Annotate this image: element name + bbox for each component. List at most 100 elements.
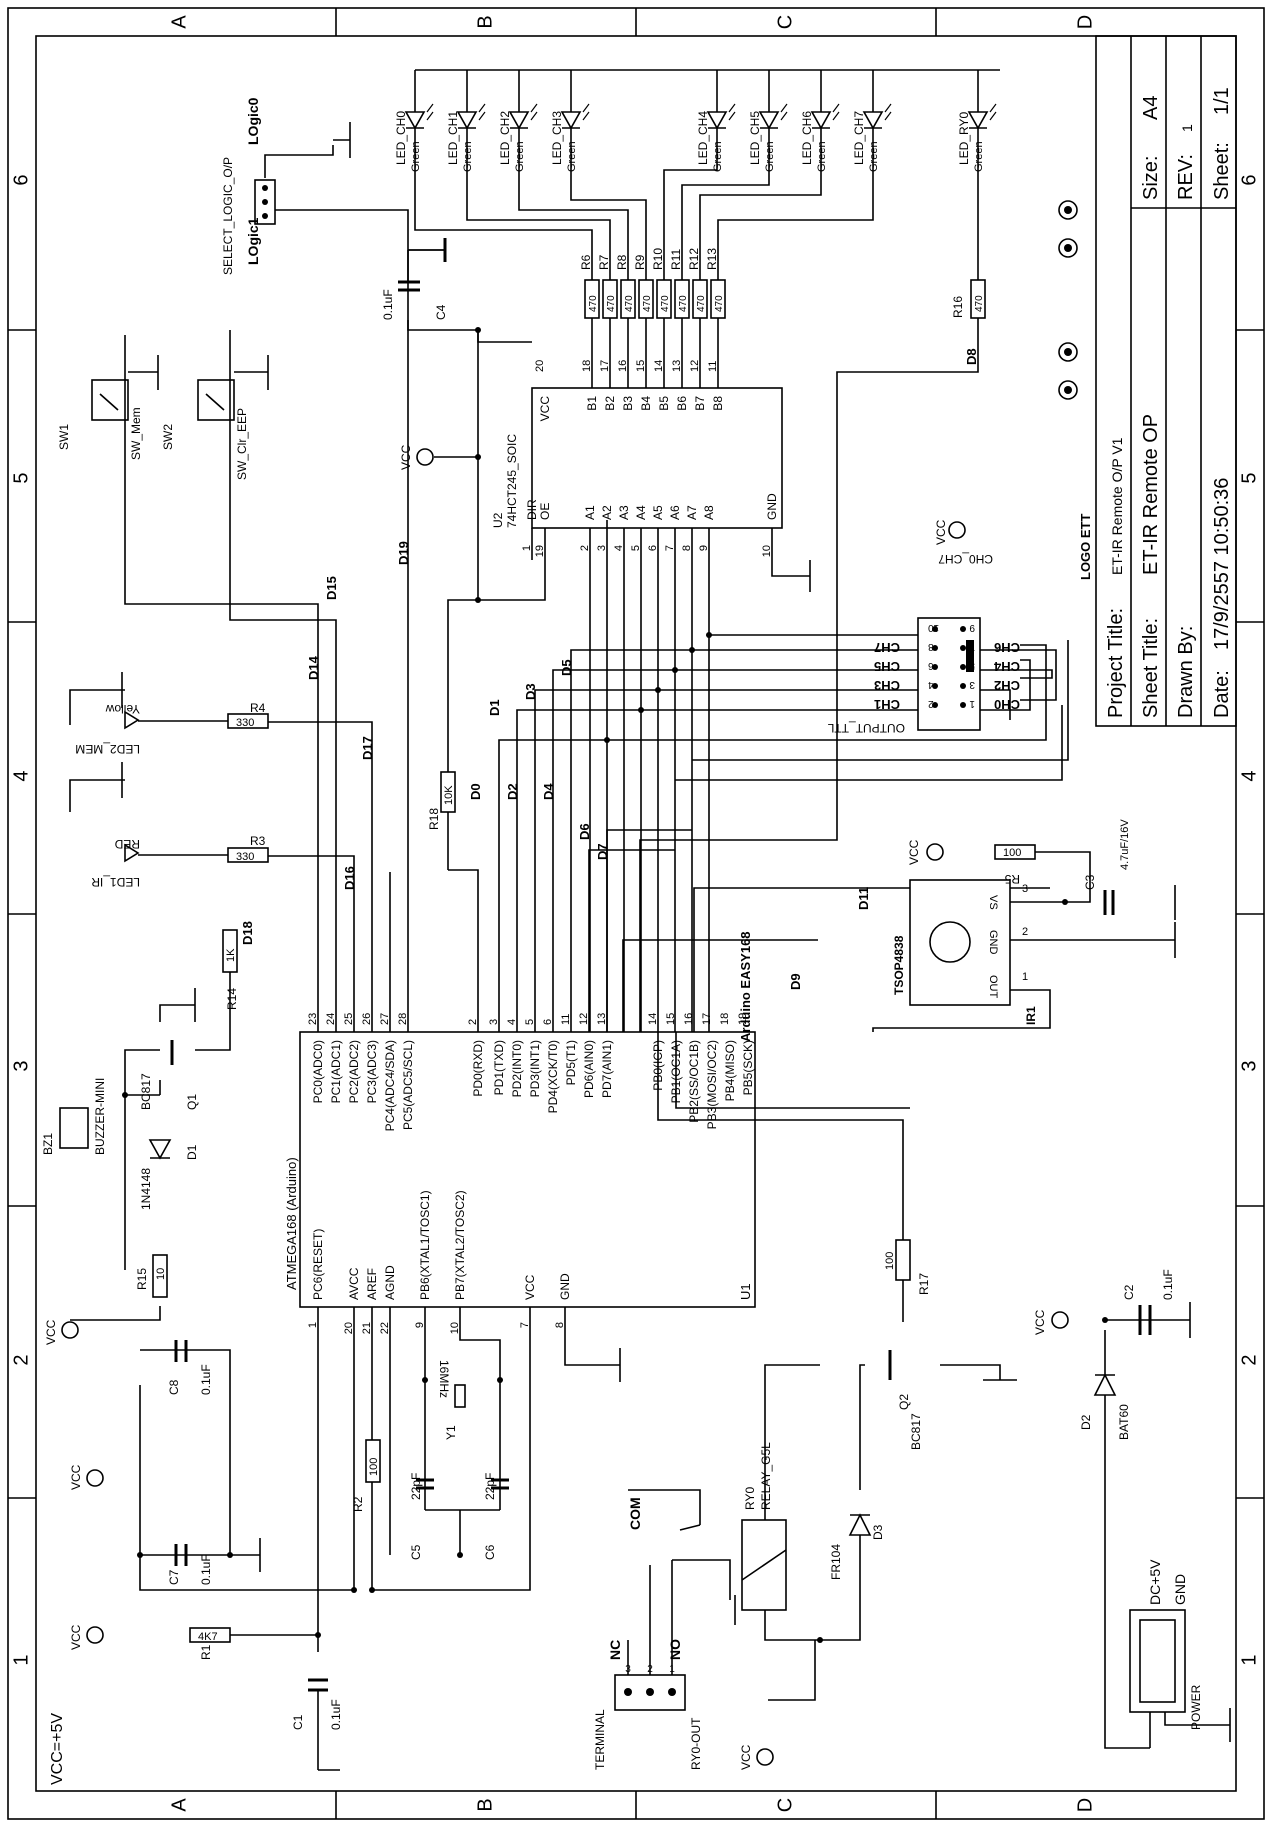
- u1-pin-number: 18: [719, 1013, 731, 1025]
- d3-part: FR104: [829, 1544, 843, 1580]
- vcc-label-ir: VCC: [907, 839, 921, 865]
- select-logic0-label: LOgic0: [245, 97, 261, 145]
- u1-pin-name: PD4(XCK/T0): [546, 1040, 560, 1113]
- u2-pins: DIR1OE19A12A23A34A45A56A67A78A89GND10VCC…: [521, 360, 779, 558]
- led1-ir: R3 330 RED LED1_IR: [91, 834, 269, 889]
- vcc-note: VCC=+5V: [49, 1713, 66, 1785]
- frame-row-right-3: 3: [1238, 1060, 1260, 1071]
- net-d14: D14: [306, 655, 321, 680]
- switch-icon: [99, 393, 119, 411]
- u1-pin-name: PC0(ADC0): [311, 1040, 325, 1103]
- r18-ref: R18: [427, 808, 441, 830]
- size-value: A4: [1140, 96, 1162, 120]
- u1-pin-name: PC2(ADC2): [347, 1040, 361, 1103]
- led-ray-icon: [582, 111, 590, 121]
- resistor-array: 470R6470R7470R8470R9470R10470R11470R1247…: [381, 248, 986, 320]
- u2-pin-number: 19: [534, 545, 546, 557]
- d1-ref: D1: [185, 1144, 199, 1160]
- r1-value: 4K7: [198, 1631, 218, 1643]
- wiring: D8: [69, 145, 1230, 1749]
- resistor-ref: R7: [597, 254, 611, 270]
- net-d8: D9: [788, 973, 803, 990]
- led-color: Green: [514, 141, 526, 172]
- u2-pin-number: 5: [630, 545, 642, 551]
- net-d16: D16: [342, 866, 357, 890]
- led-ray-icon: [426, 103, 434, 113]
- u1-pin-number: 11: [560, 1014, 572, 1025]
- led-ray-icon: [728, 103, 736, 113]
- buffer-u2: U2 74HCT245_SOIC DIR1OE19A12A23A34A45A56…: [491, 360, 783, 558]
- select-logic1-label: LOgic1: [245, 217, 261, 265]
- led-ray-icon: [478, 111, 486, 121]
- led-color: Green: [868, 141, 880, 172]
- c2-value: 0.1uF: [1161, 1269, 1175, 1300]
- led-ray-icon: [728, 111, 736, 121]
- u1-pin-name: PD1(TXD): [492, 1040, 506, 1095]
- u1-pin-number: 12: [578, 1013, 590, 1025]
- u1-pin-number: 4: [506, 1019, 518, 1025]
- led-color: Green: [410, 141, 422, 172]
- switch-sw1: SW1 SW_Mem: [57, 371, 158, 460]
- u1-pin-number: 19: [737, 1013, 749, 1025]
- c5-value: 22pF: [409, 1473, 423, 1500]
- vcc-symbols: VCC VCC VCC VCC VCC VCC VCC VCC: [44, 444, 1069, 1770]
- power-ref: POWER: [1189, 1684, 1203, 1730]
- power-dc-label: DC+5V: [1147, 1559, 1163, 1605]
- frame-column-labels: A B C D A B C D 6 5 4 3 2 1 6 5 4 3 2 1: [10, 15, 1260, 1813]
- u2-pin-name: A6: [668, 505, 682, 520]
- r2-crystal: R2 100 Y1 16MHz C5 22pF C6 22pF: [351, 1360, 509, 1560]
- led-icon: [706, 111, 728, 130]
- frame-row-left-5: 5: [10, 472, 32, 483]
- u2-pin-name: B1: [585, 396, 599, 411]
- logo: LOGO ETT: [1058, 200, 1093, 580]
- terminal-pin3: 3: [625, 1664, 631, 1675]
- frame-row-right-6: 6: [1238, 174, 1260, 185]
- led-ray-icon: [426, 111, 434, 121]
- sheet-title: ET-IR Remote OP: [1140, 414, 1162, 575]
- u1-pin-number: 27: [379, 1013, 391, 1025]
- led-icon: [456, 111, 478, 130]
- resistor-value: 470: [624, 295, 635, 312]
- u1-pin-name: PC5(ADC5/SCL): [401, 1040, 415, 1130]
- u1-pin-number: 3: [488, 1019, 500, 1025]
- resistor-value: 470: [588, 295, 599, 312]
- ttl-pin-dot: [960, 683, 966, 689]
- crystal-icon: [454, 1384, 466, 1408]
- ir-out-label: OUT: [987, 975, 999, 999]
- u2-pin-name: B4: [639, 396, 653, 411]
- u1-pin-number: 13: [596, 1013, 608, 1025]
- led-color: Green: [566, 141, 578, 172]
- frame-row-right-2: 2: [1238, 1354, 1260, 1365]
- sheet-value: 1/1: [1211, 87, 1233, 115]
- size-label: Size:: [1140, 156, 1162, 200]
- u2-pin-number: 13: [671, 360, 683, 372]
- c1-value: 0.1uF: [329, 1699, 343, 1730]
- relay-ref: RY0: [743, 1487, 757, 1510]
- net-d3: D3: [523, 683, 538, 700]
- ttl-channel-label: CH4: [993, 659, 1020, 674]
- title-block: Project Title: ET-IR Remote O/P V1 Sheet…: [1095, 35, 1237, 727]
- ttl-pin-dot: [960, 664, 966, 670]
- ttl-pin-dot: [932, 702, 938, 708]
- vcc-symbol-icon: [61, 1321, 79, 1339]
- u1-ref-label: U1: [738, 1283, 753, 1300]
- vcc-symbol-icon: [416, 448, 434, 466]
- led-icon: [404, 111, 426, 130]
- led1-ir-color: RED: [114, 837, 140, 851]
- logo-mark-icon: [1058, 200, 1078, 220]
- power-gnd-label: GND: [1172, 1574, 1188, 1605]
- r15-value: 10: [155, 1268, 167, 1280]
- vcc-symbol-icon: [86, 1626, 104, 1644]
- c5-ref: C5: [409, 1544, 423, 1560]
- u2-pin-number: 18: [581, 360, 593, 372]
- resistor-value: 470: [642, 295, 653, 312]
- net-d18: D18: [240, 921, 255, 945]
- u2-pin-number: 3: [596, 545, 608, 551]
- ttl-channel-label: CH3: [874, 678, 900, 693]
- vcc-label-ttl: VCC: [934, 519, 948, 545]
- c2-ref: C2: [1122, 1284, 1136, 1300]
- u1-pin-number: 1: [307, 1322, 319, 1328]
